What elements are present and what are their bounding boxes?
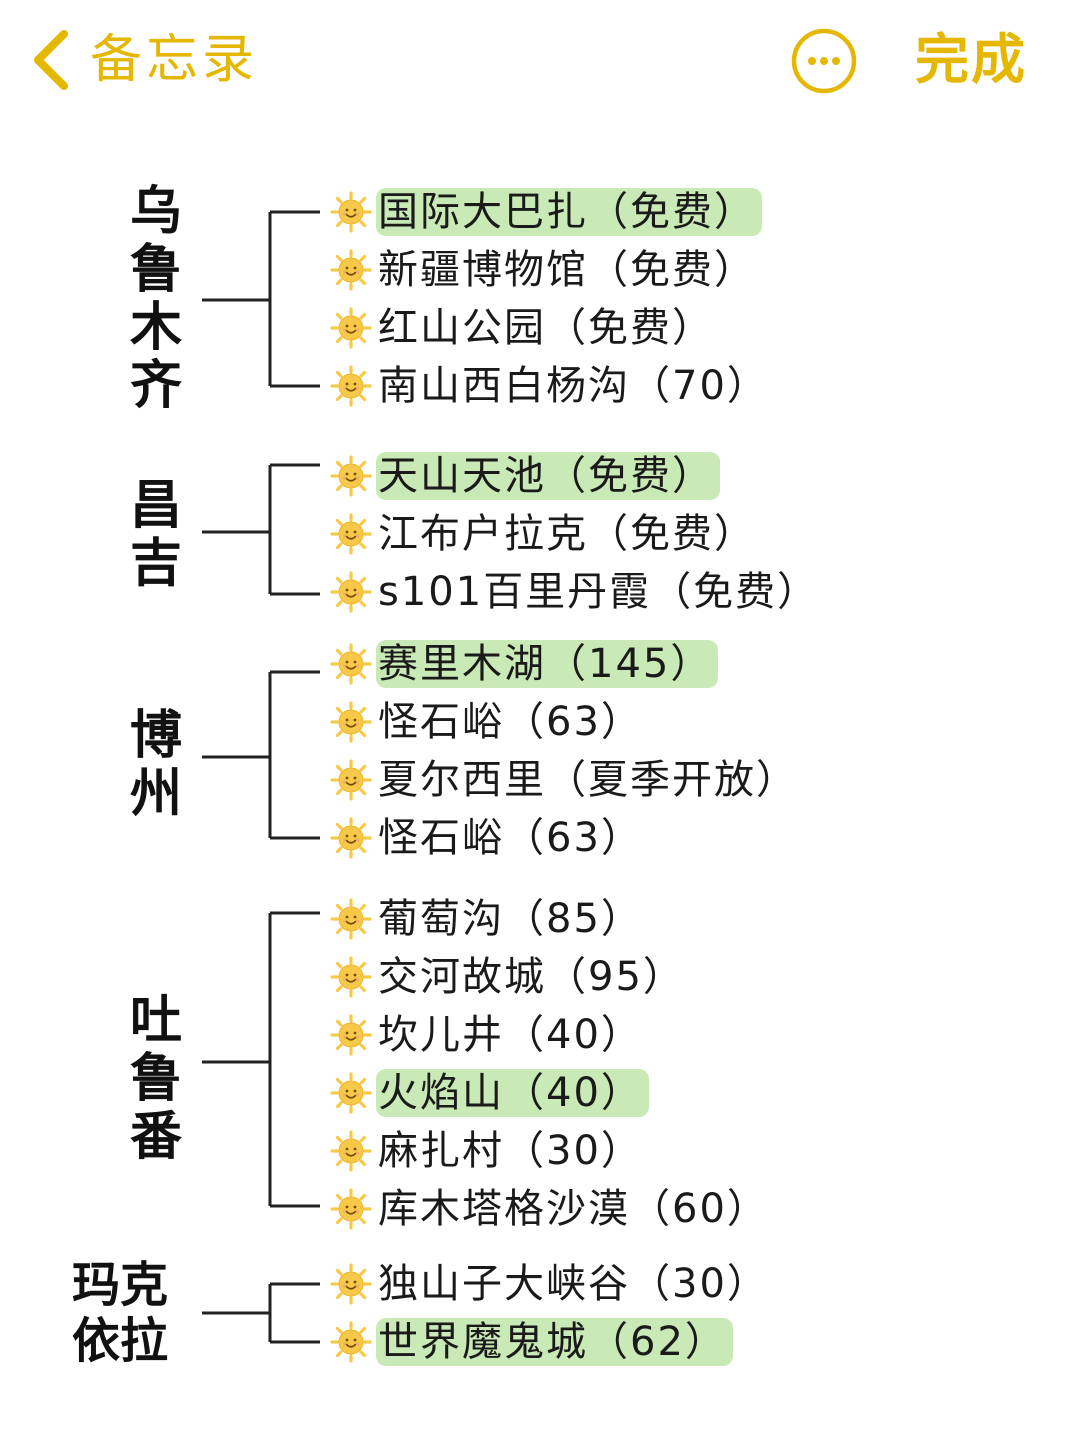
list-item[interactable]: 坎儿井（40） — [330, 1006, 775, 1064]
spot-list: 国际大巴扎（免费） 新疆博物馆（免费） 红山公园（免费） 南山西白杨沟（70） — [330, 183, 775, 415]
spot-label: 火焰山（40） — [376, 1069, 649, 1117]
sun-icon — [330, 1188, 372, 1230]
list-item[interactable]: 南山西白杨沟（70） — [330, 357, 775, 415]
nav-bar: 备忘录 完成 — [0, 0, 1080, 120]
sun-icon — [330, 455, 372, 497]
list-item[interactable]: 葡萄沟（85） — [330, 890, 775, 948]
spot-label: 赛里木湖（145） — [376, 640, 719, 688]
spot-label: s101百里丹霞（免费） — [378, 569, 820, 615]
spot-label: 怪石峪（63） — [378, 815, 643, 861]
list-item[interactable]: s101百里丹霞（免费） — [330, 563, 825, 621]
spot-label: 麻扎村（30） — [378, 1128, 643, 1174]
spot-label: 怪石峪（63） — [378, 699, 643, 745]
list-item[interactable]: 赛里木湖（145） — [330, 635, 804, 693]
sun-icon — [330, 643, 372, 685]
list-item[interactable]: 天山天池（免费） — [330, 447, 825, 505]
sun-icon — [330, 571, 372, 613]
chevron-left-icon — [34, 30, 68, 90]
spot-label: 红山公园（免费） — [378, 305, 714, 351]
back-button-label: 备忘录 — [90, 30, 259, 90]
sun-icon — [330, 701, 372, 743]
spot-label: 南山西白杨沟（70） — [378, 363, 769, 409]
spot-label: 葡萄沟（85） — [378, 896, 643, 942]
spot-label: 库木塔格沙漠（60） — [378, 1186, 769, 1232]
done-button[interactable]: 完成 — [915, 28, 1027, 91]
spot-label: 江布户拉克（免费） — [378, 511, 756, 557]
back-button[interactable]: 备忘录 — [30, 28, 258, 92]
sun-icon — [330, 956, 372, 998]
sun-icon — [330, 1130, 372, 1172]
region-group: 乌鲁木齐 国际大巴扎（免费） 新疆博物馆（免费） 红山公园（免费） 南山西白杨沟… — [0, 183, 1080, 415]
sun-icon — [330, 1263, 372, 1305]
spot-label: 独山子大峡谷（30） — [378, 1261, 769, 1307]
region-label: 昌吉 — [129, 476, 182, 594]
sun-icon — [330, 249, 372, 291]
list-item[interactable]: 国际大巴扎（免费） — [330, 183, 775, 241]
sun-icon — [330, 365, 372, 407]
sun-icon — [330, 1321, 372, 1363]
sun-icon — [330, 307, 372, 349]
region-label: 博州 — [129, 706, 182, 824]
spot-label: 天山天池（免费） — [376, 452, 720, 500]
spot-list: 葡萄沟（85） 交河故城（95） 坎儿井（40） 火焰山（40） 麻扎村（30）… — [330, 890, 775, 1238]
region-label: 乌鲁木齐 — [129, 182, 182, 416]
list-item[interactable]: 江布户拉克（免费） — [330, 505, 825, 563]
list-item[interactable]: 交河故城（95） — [330, 948, 775, 1006]
bracket-connector — [202, 210, 320, 388]
spot-label: 夏尔西里（夏季开放） — [378, 757, 798, 803]
bracket-connector — [202, 911, 320, 1208]
region-group: 昌吉 天山天池（免费） 江布户拉克（免费） s101百里丹霞（免费） — [0, 447, 1080, 621]
list-item[interactable]: 怪石峪（63） — [330, 809, 804, 867]
bracket-connector — [202, 1282, 320, 1344]
sun-icon — [330, 1014, 372, 1056]
spot-list: 独山子大峡谷（30） 世界魔鬼城（62） — [330, 1255, 775, 1371]
list-item[interactable]: 独山子大峡谷（30） — [330, 1255, 775, 1313]
sun-icon — [330, 898, 372, 940]
more-button[interactable] — [790, 27, 858, 95]
region-group: 吐鲁番 葡萄沟（85） 交河故城（95） 坎儿井（40） 火焰山（40） 麻扎村… — [0, 890, 1080, 1238]
spot-label: 国际大巴扎（免费） — [376, 188, 762, 236]
list-item[interactable]: 夏尔西里（夏季开放） — [330, 751, 804, 809]
bracket-connector — [202, 463, 320, 596]
spot-label: 交河故城（95） — [378, 954, 685, 1000]
list-item[interactable]: 红山公园（免费） — [330, 299, 775, 357]
region-label: 吐鲁番 — [129, 991, 182, 1167]
spot-label: 坎儿井（40） — [378, 1012, 643, 1058]
region-label: 玛克依拉 — [72, 1257, 169, 1369]
sun-icon — [330, 513, 372, 555]
region-group: 玛克依拉 独山子大峡谷（30） 世界魔鬼城（62） — [0, 1255, 1080, 1371]
spot-list: 赛里木湖（145） 怪石峪（63） 夏尔西里（夏季开放） 怪石峪（63） — [330, 635, 804, 867]
list-item[interactable]: 麻扎村（30） — [330, 1122, 775, 1180]
sun-icon — [330, 1072, 372, 1114]
sun-icon — [330, 759, 372, 801]
list-item[interactable]: 新疆博物馆（免费） — [330, 241, 775, 299]
spot-label: 世界魔鬼城（62） — [376, 1318, 733, 1366]
sun-icon — [330, 191, 372, 233]
region-group: 博州 赛里木湖（145） 怪石峪（63） 夏尔西里（夏季开放） 怪石峪（63） — [0, 635, 1080, 867]
bracket-connector — [202, 670, 320, 840]
list-item[interactable]: 世界魔鬼城（62） — [330, 1313, 775, 1371]
list-item[interactable]: 火焰山（40） — [330, 1064, 775, 1122]
sun-icon — [330, 817, 372, 859]
more-circle-icon — [791, 28, 857, 94]
list-item[interactable]: 库木塔格沙漠（60） — [330, 1180, 775, 1238]
spot-label: 新疆博物馆（免费） — [378, 247, 756, 293]
spot-list: 天山天池（免费） 江布户拉克（免费） s101百里丹霞（免费） — [330, 447, 825, 621]
list-item[interactable]: 怪石峪（63） — [330, 693, 804, 751]
